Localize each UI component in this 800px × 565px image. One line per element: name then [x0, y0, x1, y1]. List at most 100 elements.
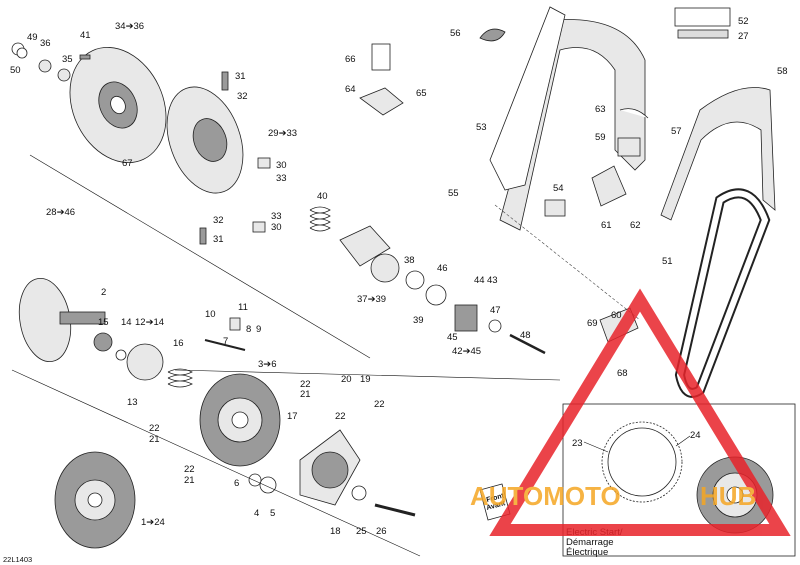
callout-26[interactable]: 26 [376, 526, 387, 537]
inset-caption-line3: Électrique [566, 547, 608, 558]
callout-63[interactable]: 63 [595, 104, 606, 115]
callout-12[interactable]: 12➔14 [135, 317, 164, 328]
callout-39[interactable]: 39 [413, 315, 424, 326]
watermark-text-right: HUB [700, 481, 756, 511]
callout-31-top[interactable]: 31 [235, 71, 246, 82]
callout-31-bottom[interactable]: 31 [213, 234, 224, 245]
callout-46[interactable]: 46 [437, 263, 448, 274]
callout-43[interactable]: 43 [487, 275, 498, 286]
callout-48[interactable]: 48 [520, 330, 531, 341]
callout-69[interactable]: 69 [587, 318, 598, 329]
callout-32-bottom[interactable]: 32 [213, 215, 224, 226]
cover-12 [126, 343, 164, 381]
callout-6[interactable]: 6 [234, 478, 239, 489]
callout-44[interactable]: 44 [474, 275, 485, 286]
callout-7[interactable]: 7 [223, 336, 228, 347]
watermark-text-left: AUTOMOTO [470, 481, 621, 511]
callout-22-a[interactable]: 22 [300, 379, 311, 390]
callout-30-top[interactable]: 30 [276, 160, 287, 171]
callout-22-e[interactable]: 22 [184, 464, 195, 475]
callout-33-top[interactable]: 33 [276, 173, 287, 184]
leader-23 [583, 441, 609, 453]
callout-9[interactable]: 9 [256, 324, 261, 335]
callout-19[interactable]: 19 [360, 374, 371, 385]
callout-18[interactable]: 18 [330, 526, 341, 537]
callout-41[interactable]: 41 [80, 30, 91, 41]
callout-42[interactable]: 42➔45 [452, 346, 481, 357]
callout-68[interactable]: 68 [617, 368, 628, 379]
callout-17[interactable]: 17 [287, 411, 298, 422]
callout-10[interactable]: 10 [205, 309, 216, 320]
callout-45[interactable]: 45 [447, 332, 458, 343]
callout-37[interactable]: 37➔39 [357, 294, 386, 305]
callout-25[interactable]: 25 [356, 526, 367, 537]
callout-22-d[interactable]: 22 [149, 423, 160, 434]
callout-38[interactable]: 38 [404, 255, 415, 266]
callout-49[interactable]: 49 [27, 32, 38, 43]
callout-67[interactable]: 67 [122, 158, 133, 169]
callout-8[interactable]: 8 [246, 324, 251, 335]
callout-47[interactable]: 47 [490, 305, 501, 316]
callout-61[interactable]: 61 [601, 220, 612, 231]
callout-53[interactable]: 53 [476, 122, 487, 133]
callout-5[interactable]: 5 [270, 508, 275, 519]
callout-65[interactable]: 65 [416, 88, 427, 99]
belt-guard-assembly [359, 6, 776, 398]
callout-32-top[interactable]: 32 [237, 91, 248, 102]
spring-16 [167, 368, 193, 388]
callout-57[interactable]: 57 [671, 126, 682, 137]
callout-30-bottom[interactable]: 30 [271, 222, 282, 233]
callout-14[interactable]: 14 [121, 317, 132, 328]
driven-pulley-assembly [11, 42, 546, 359]
callout-21-c[interactable]: 21 [184, 475, 195, 486]
callout-33-bottom[interactable]: 33 [271, 211, 282, 222]
callout-55[interactable]: 55 [448, 188, 459, 199]
callout-22-c[interactable]: 22 [335, 411, 346, 422]
callout-24[interactable]: 24 [690, 430, 701, 441]
callout-35[interactable]: 35 [62, 54, 73, 65]
callout-3[interactable]: 3➔6 [258, 359, 277, 370]
leader-28 [29, 154, 371, 359]
callout-50[interactable]: 50 [10, 65, 21, 76]
callout-62[interactable]: 62 [630, 220, 641, 231]
callout-51[interactable]: 51 [662, 256, 673, 267]
lever-7 [229, 317, 241, 331]
callout-2[interactable]: 2 [101, 287, 106, 298]
callout-15[interactable]: 15 [98, 317, 109, 328]
callout-27[interactable]: 27 [738, 31, 749, 42]
callout-58[interactable]: 58 [777, 66, 788, 77]
callout-36[interactable]: 36 [40, 38, 51, 49]
bracket-42 [454, 304, 478, 332]
frame-line-mid [174, 369, 561, 381]
front-tag-text2: Avant [486, 500, 507, 512]
inset-caption-line2: Démarrage [566, 537, 614, 548]
callout-20[interactable]: 20 [341, 374, 352, 385]
callout-52[interactable]: 52 [738, 16, 749, 27]
spring-40 [309, 206, 331, 232]
callout-1[interactable]: 1➔24 [141, 517, 165, 528]
ring-14 [115, 349, 127, 361]
callout-11[interactable]: 11 [238, 302, 248, 313]
callout-21-b[interactable]: 21 [149, 434, 160, 445]
callout-22-b[interactable]: 22 [374, 399, 385, 410]
callout-60[interactable]: 60 [611, 310, 622, 321]
callout-34[interactable]: 34➔36 [115, 21, 144, 32]
callout-64[interactable]: 64 [345, 84, 356, 95]
callout-40[interactable]: 40 [317, 191, 328, 202]
callout-28[interactable]: 28➔46 [46, 207, 75, 218]
automotohub-watermark: AUTOMOTO HUB [470, 288, 791, 536]
callout-23[interactable]: 23 [572, 438, 583, 449]
bushing-36 [38, 59, 52, 73]
callout-4[interactable]: 4 [254, 508, 259, 519]
callout-21-a[interactable]: 21 [300, 389, 311, 400]
dash-line-guard [494, 204, 641, 321]
callout-59[interactable]: 59 [595, 132, 606, 143]
inset-clutch-bore [726, 486, 744, 504]
front-tag-text1: Front [486, 492, 506, 504]
callout-66[interactable]: 66 [345, 54, 356, 65]
callout-54[interactable]: 54 [553, 183, 564, 194]
callout-56[interactable]: 56 [450, 28, 461, 39]
callout-13[interactable]: 13 [127, 397, 138, 408]
callout-29[interactable]: 29➔33 [268, 128, 297, 139]
callout-16[interactable]: 16 [173, 338, 184, 349]
